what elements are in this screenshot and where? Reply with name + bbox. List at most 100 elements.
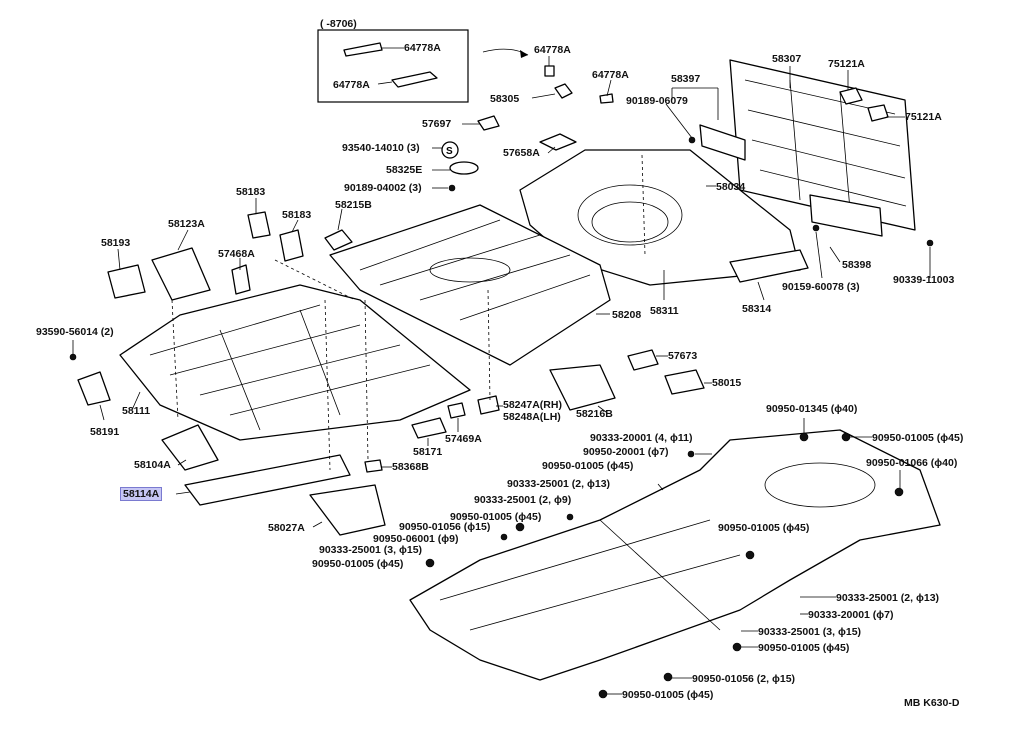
label-58307: 58307 — [772, 53, 802, 65]
label-90950-01005-e: 90950-01005 (ϕ45) — [718, 522, 810, 534]
label-57469a: 57469A — [445, 433, 482, 445]
label-90159-60078: 90159-60078 (3) — [782, 281, 860, 293]
bracket-58398 — [809, 194, 883, 237]
label-58114a-highlighted[interactable]: 58114A — [119, 487, 163, 501]
front-floor-58111 — [119, 284, 471, 441]
label-58397: 58397 — [671, 73, 701, 85]
label-64778a-inset-2: 64778A — [333, 79, 370, 91]
bracket-58183-2 — [279, 229, 304, 262]
plug-93540 — [441, 141, 459, 159]
label-57658a: 57658A — [503, 147, 540, 159]
bracket-57468a — [231, 264, 251, 295]
crossmember-58123a — [151, 247, 211, 301]
inset-box — [317, 29, 469, 103]
bracket-58305 — [554, 83, 573, 99]
plug-58325e — [449, 161, 479, 175]
label-90950-01056-a: 90950-01056 (ϕ15) — [399, 521, 491, 533]
label-58247a: 58247A(RH) — [503, 399, 562, 411]
clip-57673 — [627, 349, 659, 371]
label-58325e: 58325E — [386, 164, 423, 176]
label-75121a-1: 75121A — [828, 58, 865, 70]
label-90333-25001-b: 90333-25001 (2, ϕ9) — [474, 494, 572, 506]
label-90333-25001-e: 90333-25001 (3, ϕ15) — [758, 626, 862, 638]
label-58015: 58015 — [712, 377, 742, 389]
label-58248a: 58248A(LH) — [503, 411, 561, 423]
clip-57697 — [477, 115, 500, 131]
bracket-58183-1 — [247, 211, 271, 239]
inset-part-upper — [343, 42, 383, 57]
label-90950-01005-f: 90950-01005 (ϕ45) — [758, 642, 850, 654]
label-58216b: 58216B — [576, 408, 613, 420]
label-58193: 58193 — [101, 237, 131, 249]
clip-57469a — [447, 402, 466, 419]
bracket-58247a — [477, 395, 500, 415]
label-90950-20001: 90950-20001 (ϕ7) — [583, 446, 669, 458]
plate-58171 — [411, 417, 447, 439]
label-58398: 58398 — [842, 259, 872, 271]
label-93590-56014: 93590-56014 (2) — [36, 326, 114, 338]
bracket-57658a — [539, 133, 577, 151]
label-90950-06001: 90950-06001 (ϕ9) — [373, 533, 459, 545]
label-90333-20001-b: 90333-20001 (ϕ7) — [808, 609, 894, 621]
label-90339-11003: 90339-11003 — [893, 274, 955, 286]
label-64778a-top: 64778A — [534, 44, 571, 56]
label-58215b: 58215B — [335, 199, 372, 211]
label-58311: 58311 — [650, 305, 679, 317]
label-90950-01345: 90950-01345 (ϕ40) — [766, 403, 858, 415]
label-58111: 58111 — [122, 405, 151, 417]
label-90950-01056-b: 90950-01056 (2, ϕ15) — [692, 673, 796, 685]
bracket-58027a — [309, 484, 386, 536]
bracket-58191 — [77, 371, 111, 406]
label-90950-01005-c: 90950-01005 (ϕ45) — [450, 511, 542, 523]
label-90189-04002: 90189-04002 (3) — [344, 182, 422, 194]
svg-text:S: S — [446, 146, 453, 157]
label-58034: 58034 — [716, 181, 746, 193]
label-90950-01066: 90950-01066 (ϕ40) — [866, 457, 958, 469]
clip-58368b — [364, 459, 383, 473]
label-90950-01005-a: 90950-01005 (ϕ45) — [872, 432, 964, 444]
sill-58114a — [184, 454, 351, 506]
label-90333-25001-d: 90333-25001 (2, ϕ13) — [836, 592, 940, 604]
member-58314 — [729, 249, 809, 283]
label-58305: 58305 — [490, 93, 520, 105]
panel-bracket-left — [699, 124, 746, 161]
drawing-code: MB K630-D — [904, 697, 960, 709]
label-90333-25001-c: 90333-25001 (3, ϕ15) — [319, 544, 423, 556]
label-93540-14010: 93540-14010 (3) — [342, 142, 420, 154]
floor-silencer — [409, 429, 941, 681]
label-58027a: 58027A — [268, 522, 305, 534]
label-90950-01005-b: 90950-01005 (ϕ45) — [542, 460, 634, 472]
label-58183-1: 58183 — [236, 186, 266, 198]
clip-64778a — [544, 65, 555, 77]
inset-part-lower — [391, 71, 438, 88]
label-64778a-mid: 64778A — [592, 69, 629, 81]
clip-64778a-b — [599, 93, 614, 104]
label-58314: 58314 — [742, 303, 772, 315]
label-90950-01005-g: 90950-01005 (ϕ45) — [622, 689, 714, 701]
label-58191: 58191 — [90, 426, 120, 438]
label-90333-25001-a: 90333-25001 (2, ϕ13) — [507, 478, 611, 490]
label-90189-06079: 90189-06079 — [626, 95, 688, 107]
inset-date-range: ( -8706) — [320, 18, 357, 30]
label-57468a: 57468A — [218, 248, 255, 260]
label-57673: 57673 — [668, 350, 698, 362]
bracket-58104a — [161, 424, 219, 471]
clip-75121a-1 — [839, 87, 863, 105]
bracket-58193 — [107, 264, 146, 299]
label-58208: 58208 — [612, 309, 642, 321]
bracket-58216b — [549, 364, 616, 411]
label-90950-01005-d: 90950-01005 (ϕ45) — [312, 558, 404, 570]
label-58123a: 58123A — [168, 218, 205, 230]
label-90333-20001-a: 90333-20001 (4, ϕ11) — [590, 432, 693, 444]
label-57697: 57697 — [422, 118, 452, 130]
label-75121a-2: 75121A — [905, 111, 942, 123]
label-64778a-inset-1: 64778A — [404, 42, 441, 54]
label-58104a: 58104A — [134, 459, 171, 471]
label-58368b: 58368B — [392, 461, 429, 473]
bracket-58215b — [324, 229, 353, 251]
bracket-58015 — [664, 369, 705, 395]
label-58183-2: 58183 — [282, 209, 312, 221]
label-58171: 58171 — [413, 446, 443, 458]
